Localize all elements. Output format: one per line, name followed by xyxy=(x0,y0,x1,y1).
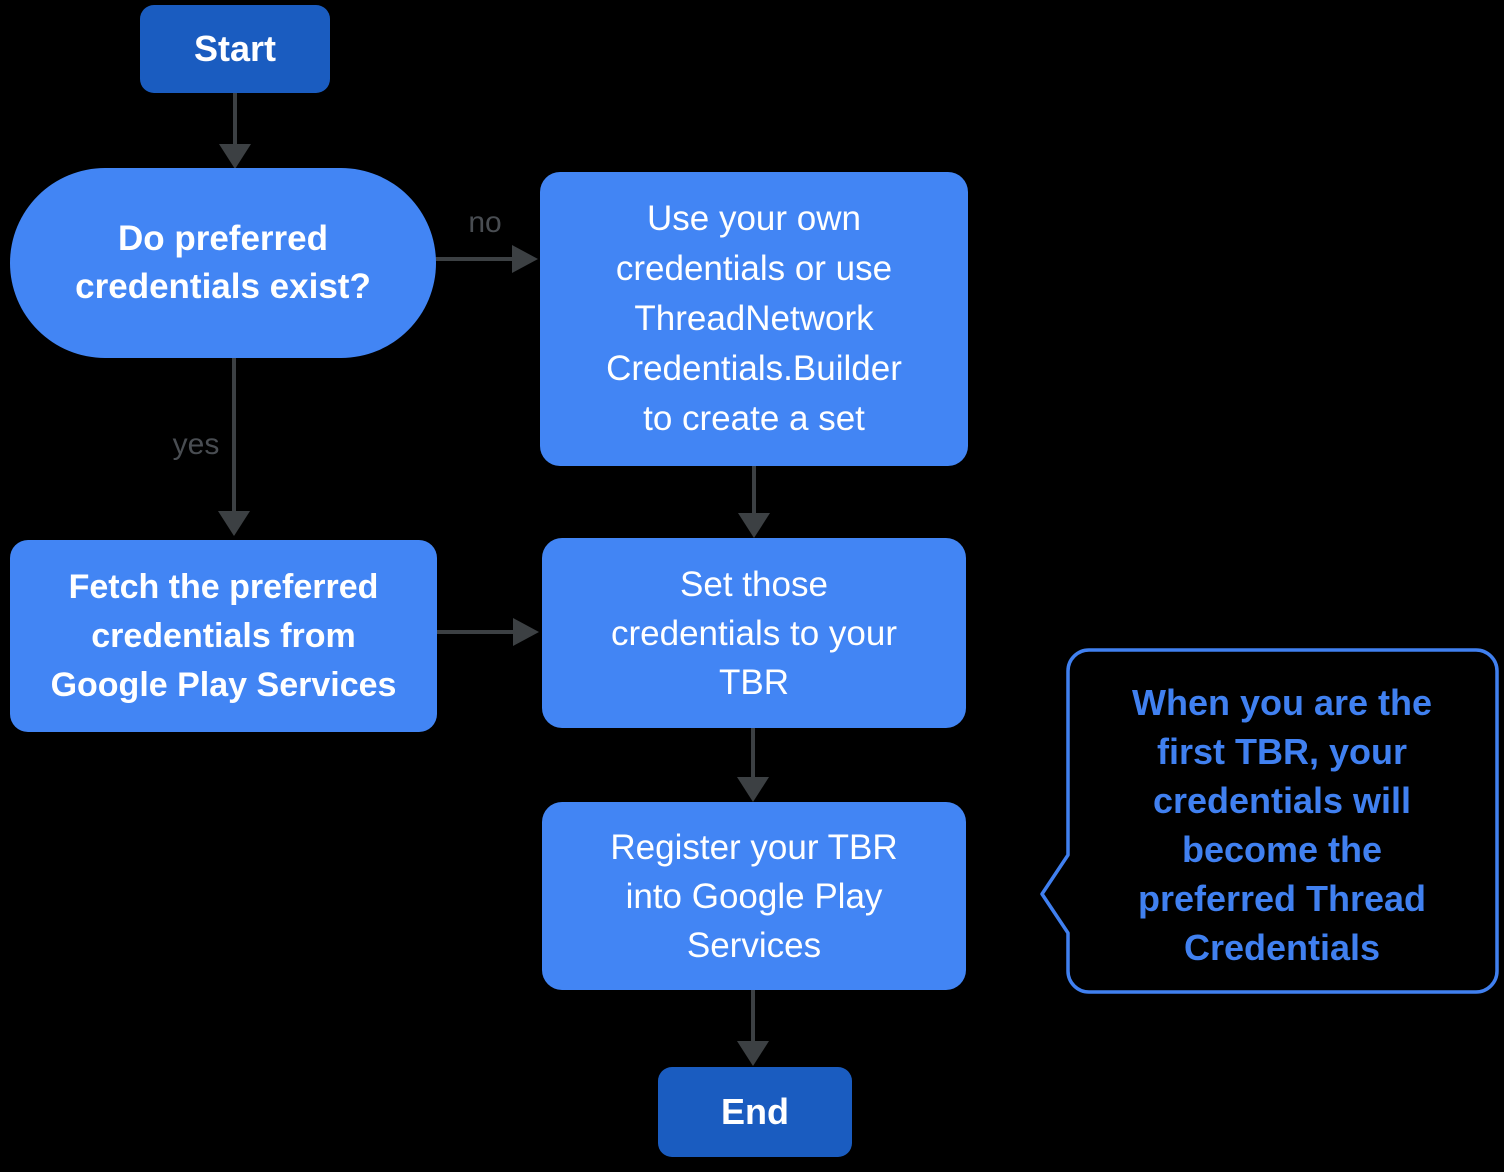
node-end: End xyxy=(658,1067,852,1157)
arrow-start-to-decision xyxy=(219,93,251,169)
callout-note-text: When you are the first TBR, your credent… xyxy=(1131,682,1433,968)
arrow-fetch-to-set xyxy=(437,618,539,646)
arrow-register-to-end xyxy=(737,990,769,1066)
arrow-useown-to-set xyxy=(738,466,770,538)
edge-label-no: no xyxy=(468,206,502,239)
node-set-credentials-tbr: Set those credentials to your TBR xyxy=(542,538,966,728)
arrow-decision-yes-to-fetch xyxy=(218,358,250,536)
arrow-decision-no-to-useown xyxy=(434,245,538,273)
callout-bubble-outline xyxy=(1040,648,1499,994)
node-decision-preferred-credentials: Do preferred credentials exist? xyxy=(10,168,436,358)
node-register-tbr: Register your TBR into Google Play Servi… xyxy=(542,802,966,990)
node-use-own-credentials: Use your own credentials or use ThreadNe… xyxy=(540,172,968,466)
arrow-set-to-register xyxy=(737,728,769,802)
node-start: Start xyxy=(140,5,330,93)
node-fetch-preferred-credentials: Fetch the preferred credentials from Goo… xyxy=(10,540,437,732)
edge-label-yes: yes xyxy=(172,428,220,461)
